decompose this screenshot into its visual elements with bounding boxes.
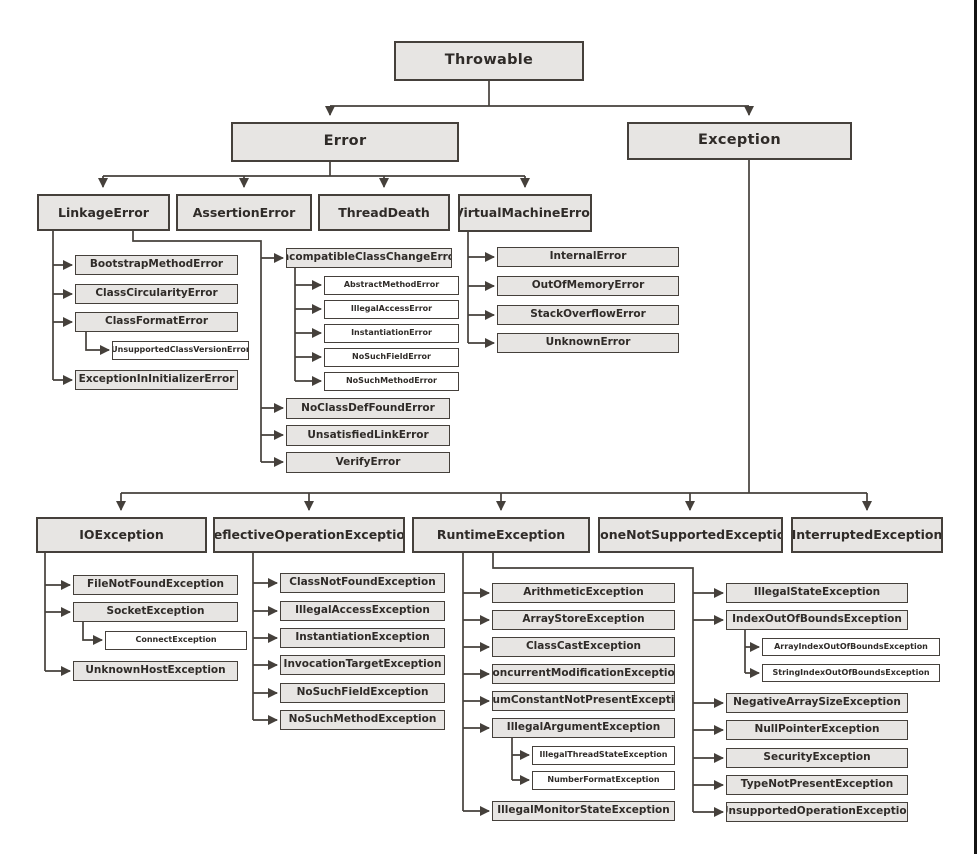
node-unsupported-class-version-error: UnsupportedClassVersionError xyxy=(112,341,249,360)
node-abstract-method-error: AbstractMethodError xyxy=(324,276,459,295)
node-security-exception: SecurityException xyxy=(726,748,908,768)
node-index-out-of-bounds-exception: IndexOutOfBoundsException xyxy=(726,610,908,630)
node-illegal-access-error: IllegalAccessError xyxy=(324,300,459,319)
node-instantiation-exception: InstantiationException xyxy=(280,628,445,648)
node-array-index-out-of-bounds-exception: ArrayIndexOutOfBoundsException xyxy=(762,638,940,656)
node-socket-exception: SocketException xyxy=(73,602,238,622)
node-exception-in-initializer-error: ExceptionInInitializerError xyxy=(75,370,238,390)
node-assertion-error: AssertionError xyxy=(176,194,312,231)
node-no-such-method-error: NoSuchMethodError xyxy=(324,372,459,391)
node-number-format-exception: NumberFormatException xyxy=(532,771,675,790)
node-clone-not-supported-exception: CloneNotSupportedException xyxy=(598,517,783,553)
node-out-of-memory-error: OutOfMemoryError xyxy=(497,276,679,296)
node-negative-array-size-exception: NegativeArraySizeException xyxy=(726,693,908,713)
node-illegal-state-exception: IllegalStateException xyxy=(726,583,908,603)
node-no-class-def-found-error: NoClassDefFoundError xyxy=(286,398,450,419)
node-verify-error: VerifyError xyxy=(286,452,450,473)
node-illegal-access-exception: IllegalAccessException xyxy=(280,601,445,621)
node-class-format-error: ClassFormatError xyxy=(75,312,238,332)
node-illegal-thread-state-exception: IllegalThreadStateException xyxy=(532,746,675,765)
node-type-not-present-exception: TypeNotPresentException xyxy=(726,775,908,795)
node-illegal-argument-exception: IllegalArgumentException xyxy=(492,718,675,738)
node-string-index-out-of-bounds-exception: StringIndexOutOfBoundsException xyxy=(762,664,940,682)
node-bootstrap-method-error: BootstrapMethodError xyxy=(75,255,238,275)
node-throwable: Throwable xyxy=(394,41,584,81)
node-class-not-found-exception: ClassNotFoundException xyxy=(280,573,445,593)
node-no-such-field-exception: NoSuchFieldException xyxy=(280,683,445,703)
node-concurrent-modification-exception: ConcurrentModificationException xyxy=(492,664,675,684)
node-linkage-error: LinkageError xyxy=(37,194,170,231)
node-io-exception: IOException xyxy=(36,517,207,553)
node-file-not-found-exception: FileNotFoundException xyxy=(73,575,238,595)
node-exception: Exception xyxy=(627,122,852,160)
node-error: Error xyxy=(231,122,459,162)
node-reflective-operation-exception: ReflectiveOperationException xyxy=(213,517,405,553)
node-interrupted-exception: InterruptedException xyxy=(791,517,943,553)
node-instantiation-error: InstantiationError xyxy=(324,324,459,343)
node-unknown-host-exception: UnknownHostException xyxy=(73,661,238,681)
node-unsatisfied-link-error: UnsatisfiedLinkError xyxy=(286,425,450,446)
node-runtime-exception: RuntimeException xyxy=(412,517,590,553)
node-arithmetic-exception: ArithmeticException xyxy=(492,583,675,603)
node-class-circularity-error: ClassCircularityError xyxy=(75,284,238,304)
node-virtual-machine-error: VirtualMachineError xyxy=(458,194,592,232)
node-enum-constant-not-present-exception: EnumConstantNotPresentException xyxy=(492,691,675,711)
node-class-cast-exception: ClassCastException xyxy=(492,637,675,657)
node-null-pointer-exception: NullPointerException xyxy=(726,720,908,740)
node-connect-exception: ConnectException xyxy=(105,631,247,650)
node-invocation-target-exception: InvocationTargetException xyxy=(280,655,445,675)
node-no-such-method-exception: NoSuchMethodException xyxy=(280,710,445,730)
node-no-such-field-error: NoSuchFieldError xyxy=(324,348,459,367)
page-edge-line xyxy=(974,0,977,854)
node-illegal-monitor-state-exception: IllegalMonitorStateException xyxy=(492,801,675,821)
node-unknown-error: UnknownError xyxy=(497,333,679,353)
node-stack-overflow-error: StackOverflowError xyxy=(497,305,679,325)
node-thread-death: ThreadDeath xyxy=(318,194,450,231)
node-incompatible-class-change-error: IncompatibleClassChangeError xyxy=(286,248,452,268)
node-internal-error: InternalError xyxy=(497,247,679,267)
node-array-store-exception: ArrayStoreException xyxy=(492,610,675,630)
node-unsupported-operation-exception: UnsupportedOperationException xyxy=(726,802,908,822)
